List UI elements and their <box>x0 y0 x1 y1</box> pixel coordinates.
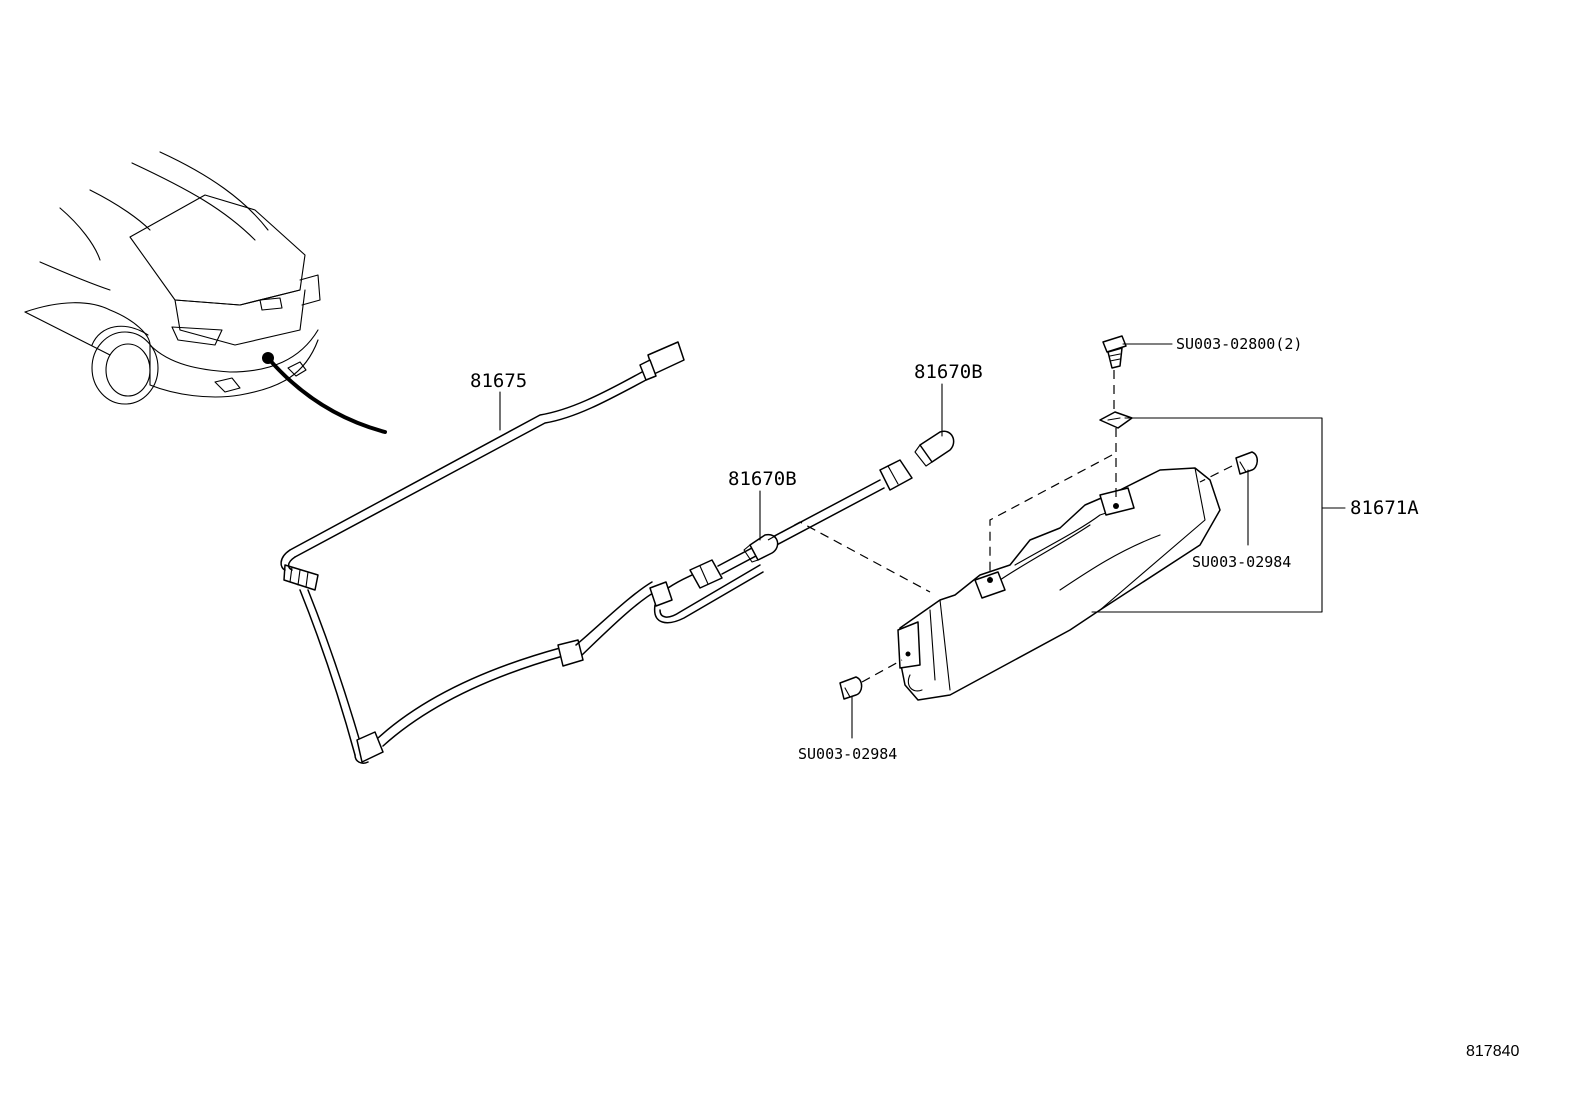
callout-screw-top: SU003-02800(2) <box>1176 335 1302 353</box>
callout-labels: 81675 81670B 81670B 81671A SU003-02800(2… <box>470 335 1519 1060</box>
callout-screw-bottom: SU003-02984 <box>798 745 897 763</box>
lamp-housing-icon <box>897 467 1221 701</box>
callout-lamp-assembly: 81671A <box>1350 497 1419 519</box>
leader-lines <box>499 343 1346 739</box>
bulb-icon <box>743 430 955 563</box>
vehicle-rear-icon <box>24 151 387 434</box>
screw-icon <box>839 335 1258 700</box>
callout-bulb-upper: 81670B <box>914 361 983 383</box>
figure-reference: 817840 <box>1466 1043 1519 1060</box>
wire-harness-icon <box>280 341 913 764</box>
callout-harness: 81675 <box>470 370 527 392</box>
callout-bulb-lower: 81670B <box>728 468 797 490</box>
callout-screw-right: SU003-02984 <box>1192 553 1291 571</box>
